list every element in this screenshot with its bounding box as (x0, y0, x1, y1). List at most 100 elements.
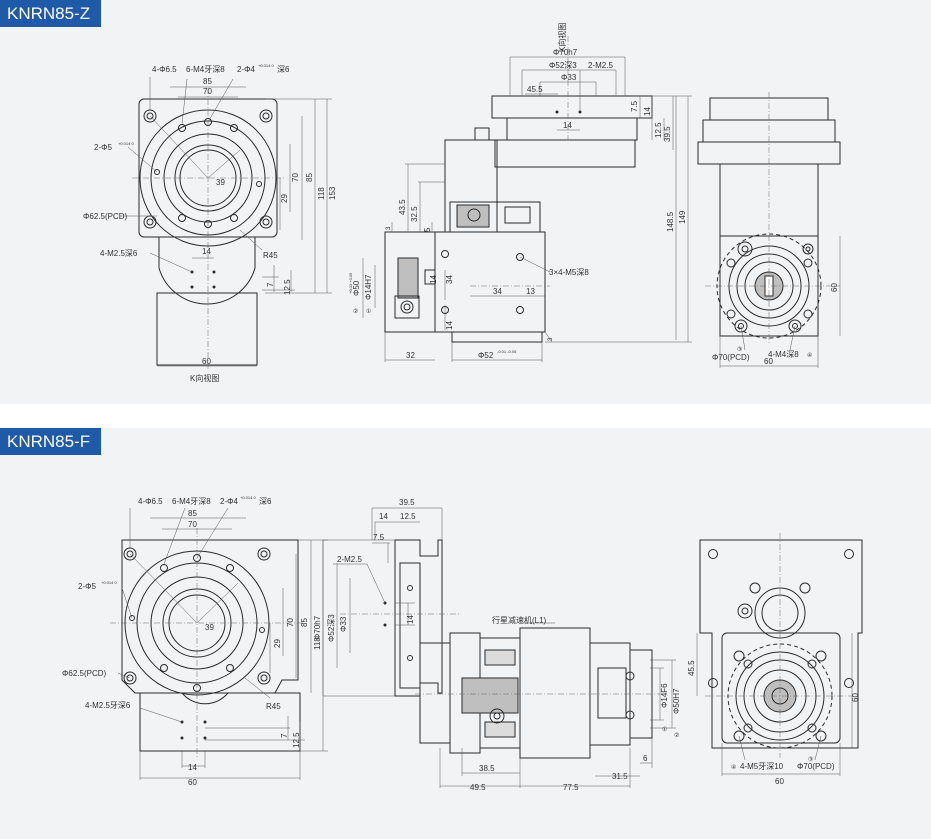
dim-39: 39 (205, 623, 214, 632)
dim-phi33: Φ33 (339, 616, 348, 632)
dim-39: 39 (216, 178, 225, 187)
dim-phi50-tolerance: +0.03 +0.05 (348, 272, 353, 294)
panel-knrn85-z: KNRN85-Z (0, 0, 931, 404)
label-pcd-62-5: Φ62.5(PCD) (62, 669, 107, 678)
dim-14: 14 (202, 247, 211, 256)
marker-1-reducer: ① (662, 726, 667, 733)
label-pcd-70: Φ70(PCD) (797, 762, 835, 771)
label-2-phi5-tolerance: +0.014 0 (101, 580, 117, 585)
label-2-m2-5: 2-M2.5 (588, 61, 613, 70)
dim-70: 70 (188, 520, 197, 529)
dim-6: 6 (643, 754, 648, 763)
dim-phi14h7: Φ14H7 (364, 274, 373, 300)
dim-39-5: 39.5 (663, 126, 672, 142)
dim-118: 118 (317, 187, 326, 200)
label-r45: R45 (266, 702, 281, 711)
label-2-phi4: 2-Φ4 (220, 497, 238, 506)
dim-70-vertical: 70 (291, 173, 300, 182)
drawing-knrn85-z: 4-Φ6.5 6-M4牙深8 2-Φ4 +0.014 0 深6 85 70 2-… (83, 23, 841, 383)
dim-phi52-tolerance: -0.01 -0.05 (497, 349, 517, 354)
dim-phi52-bottom: Φ52 (478, 351, 494, 360)
dim-3: 3 (386, 226, 392, 230)
label-4-m4: 4-M4深8 (768, 350, 799, 359)
dim-12-5-top: 12.5 (400, 512, 416, 521)
label-2-phi5: 2-Φ5 (78, 582, 96, 591)
dim-14-side: 14 (643, 107, 652, 116)
label-2-phi5-tolerance: +0.014 0 (118, 141, 134, 146)
marker-4-end: ④ (731, 764, 736, 771)
dim-7-5: 7.5 (630, 100, 639, 112)
side-view: K向视图 Φ70h7 Φ52深3 2-M2.5 Φ33 45.5 7.5 14 … (348, 23, 692, 362)
dim-60: 60 (202, 357, 211, 366)
dim-32: 32 (406, 351, 415, 360)
label-4-phi6-5: 4-Φ6.5 (152, 65, 177, 74)
marker-2-reducer: ② (674, 732, 679, 739)
dim-phi50: Φ50 (352, 280, 361, 296)
label-4-phi6-5: 4-Φ6.5 (138, 497, 163, 506)
label-4-m5: 4-M5牙深10 (740, 762, 784, 771)
label-2-phi4: 2-Φ4 (237, 65, 255, 74)
dim-phi70h7: Φ70h7 (553, 48, 578, 57)
dim-7-5: 7.5 (373, 533, 385, 542)
dim-49-5: 49.5 (470, 783, 486, 792)
dim-29: 29 (280, 194, 289, 203)
dim-31-5: 31.5 (612, 772, 628, 781)
label-pcd-70: Φ70(PCD) (712, 353, 750, 362)
label-2-phi4-depth: 深6 (277, 65, 290, 74)
dim-14: 14 (188, 763, 197, 772)
marker-3-end: ③ (808, 756, 813, 763)
dim-70-vertical: 70 (286, 618, 295, 627)
label-k-view-top: K向视图 (557, 23, 567, 52)
label-3x4-m5: 3×4-M5深8 (549, 268, 589, 277)
end-view: 45.5 60 ④ 4-M5牙深10 ③ Φ70(PCD) 60 (687, 533, 863, 786)
dim-7: 7 (266, 282, 275, 287)
dim-phi50h7: Φ50H7 (672, 688, 681, 714)
dim-14-gap: 14 (563, 121, 572, 130)
dim-153: 153 (328, 186, 337, 200)
label-6-m4: 6-M4牙深8 (172, 497, 211, 506)
dim-85-vertical: 85 (305, 173, 314, 182)
dim-14-vertical-a: 14 (429, 275, 438, 284)
reducer-view: 行星减速机(L1) Φ14F6 Φ50H7 ① ② 38.5 49.5 77.5… (415, 615, 681, 792)
dim-34: 34 (493, 287, 502, 296)
label-6-m4: 6-M4牙深8 (186, 65, 225, 74)
dim-85-vertical: 85 (300, 618, 309, 627)
dim-29: 29 (273, 639, 282, 648)
dim-60-vertical: 60 (830, 283, 839, 292)
label-planetary-reducer: 行星减速机(L1) (492, 615, 547, 625)
dim-60-end: 60 (775, 777, 784, 786)
dim-14-vertical-b: 14 (445, 321, 454, 330)
dim-phi52-depth3: Φ52深3 (327, 614, 336, 642)
dim-60-end: 60 (764, 357, 773, 366)
front-view: 4-Φ6.5 6-M4牙深8 2-Φ4 +0.014 0 深6 85 70 2-… (83, 63, 337, 383)
marker-1-side: ① (366, 308, 371, 315)
dim-60-vertical: 60 (851, 693, 860, 702)
end-view: 60 Φ70(PCD) 4-M4深8 ③ ④ 60 (697, 92, 841, 368)
dim-45-5: 45.5 (527, 85, 543, 94)
dim-14-flange: 14 (406, 615, 415, 624)
label-2-phi5: 2-Φ5 (94, 143, 112, 152)
label-4-m2-5: 4-M2.5牙深6 (85, 701, 131, 710)
dim-phi52-depth3: Φ52深3 (549, 61, 577, 70)
dim-85: 85 (203, 77, 212, 86)
dim-39-5: 39.5 (399, 498, 415, 507)
dim-32-5: 32.5 (410, 206, 419, 222)
label-2-phi4-depth: 深6 (259, 497, 272, 506)
dim-5: 5 (423, 227, 432, 232)
label-2-phi4-tolerance: +0.014 0 (258, 63, 274, 68)
panel-title: KNRN85-F (0, 428, 102, 455)
marker-3-end: ③ (737, 346, 742, 353)
label-r45: R45 (263, 251, 278, 260)
dim-14-top: 14 (379, 512, 388, 521)
drawing-knrn85-f: 4-Φ6.5 6-M4牙深8 2-Φ4 +0.014 0 深6 85 70 2-… (62, 495, 863, 792)
flange-view: 39.5 14 12.5 7.5 2-M2.5 Φ70h7 Φ52深3 Φ33 … (313, 498, 460, 697)
label-k-view: K向视图 (190, 373, 219, 383)
dim-85: 85 (188, 509, 197, 518)
dim-38-5: 38.5 (479, 764, 495, 773)
dim-3-bottom: 3 (548, 337, 554, 341)
dim-12-5: 12.5 (283, 279, 292, 295)
dim-45-5: 45.5 (687, 660, 696, 676)
dim-7: 7 (280, 733, 289, 738)
label-2-phi4-tolerance: +0.014 0 (240, 495, 256, 500)
dim-149: 149 (678, 210, 687, 224)
